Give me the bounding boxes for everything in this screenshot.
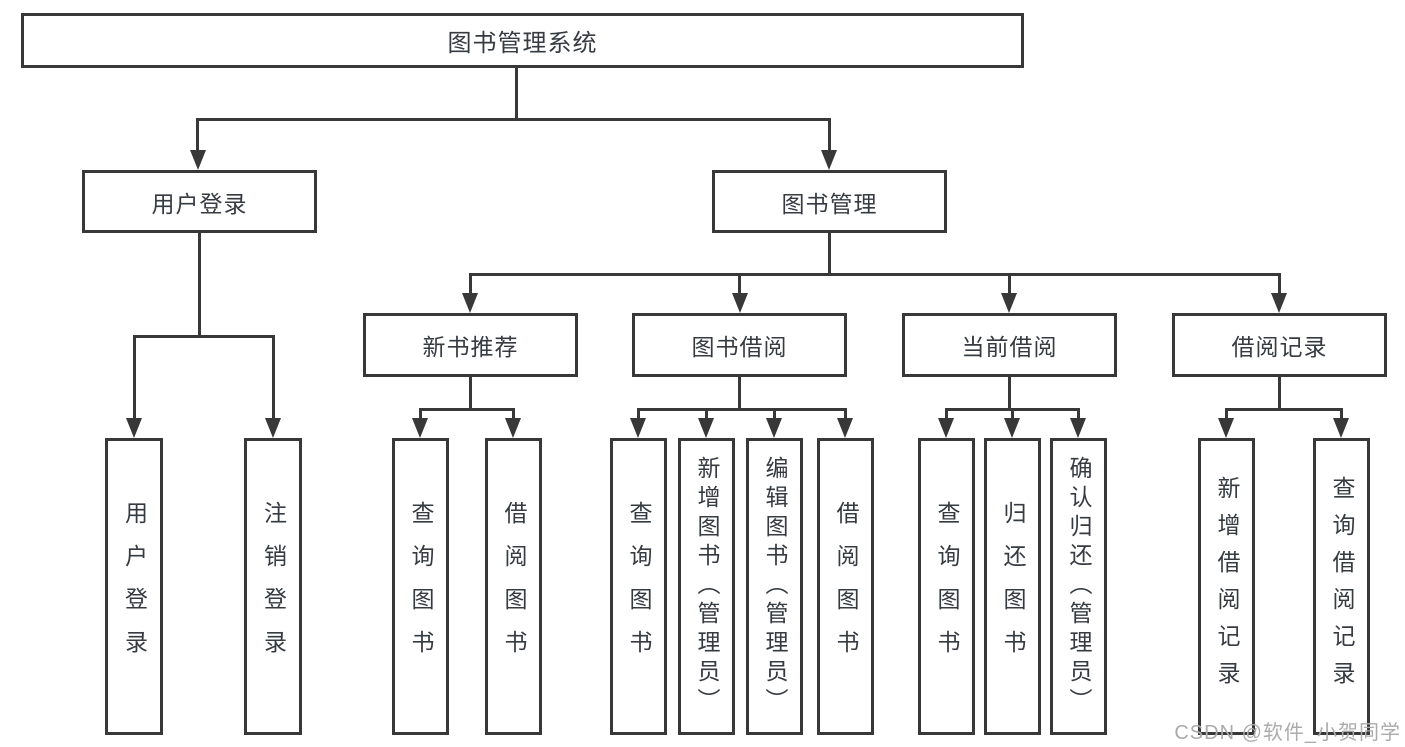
node-user-login: 用户登录 — [82, 170, 317, 233]
leaf-label: 新增借阅记录 — [1214, 475, 1240, 698]
node-library-management-system: 图书管理系统 — [21, 13, 1024, 68]
arrow-down-icon — [265, 418, 281, 438]
connector-line — [1278, 273, 1281, 296]
node-current-borrowing: 当前借阅 — [902, 313, 1117, 377]
leaf-user-login: 用户登录 — [105, 438, 163, 735]
connector-line — [197, 118, 830, 121]
arrow-down-icon — [462, 293, 478, 313]
connector-line — [196, 118, 199, 154]
arrow-down-icon — [630, 418, 646, 438]
connector-line — [1340, 408, 1343, 421]
arrow-down-icon — [837, 418, 853, 438]
connector-line — [844, 408, 847, 421]
connector-line — [637, 408, 640, 421]
connector-line — [773, 408, 776, 421]
leaf-logout: 注销登录 — [244, 438, 302, 735]
connector-line — [133, 335, 274, 338]
node-new-book-recommendation: 新书推荐 — [363, 313, 578, 377]
node-label: 新书推荐 — [422, 334, 519, 360]
connector-line — [945, 408, 948, 421]
connector-line — [828, 118, 831, 154]
connector-line — [469, 273, 1281, 276]
arrow-down-icon — [126, 418, 142, 438]
connector-line — [198, 233, 201, 337]
connector-line — [705, 408, 708, 421]
leaf-label: 编辑图书（管理员） — [762, 456, 788, 717]
arrow-down-icon — [698, 418, 714, 438]
arrow-down-icon — [1001, 293, 1017, 313]
connector-line — [1077, 408, 1080, 421]
arrow-down-icon — [821, 150, 837, 170]
connector-line — [637, 408, 846, 411]
connector-line — [419, 408, 422, 421]
leaf-query-books-recommend: 查询图书 — [392, 438, 449, 735]
leaf-add-borrow-record: 新增借阅记录 — [1198, 438, 1255, 735]
leaf-label: 注销登录 — [260, 500, 287, 673]
node-label: 借阅记录 — [1231, 334, 1328, 360]
leaf-query-books-current: 查询图书 — [918, 438, 975, 735]
arrow-down-icon — [732, 293, 748, 313]
leaf-label: 确认归还（管理员） — [1066, 456, 1092, 717]
leaf-query-books-borrowing: 查询图书 — [610, 438, 667, 735]
leaf-borrow-books-borrowing: 借阅图书 — [817, 438, 874, 735]
connector-line — [1011, 408, 1014, 421]
connector-line — [469, 377, 472, 409]
connector-line — [738, 273, 741, 296]
connector-line — [1225, 408, 1228, 421]
arrow-down-icon — [1070, 418, 1086, 438]
leaf-edit-book-admin: 编辑图书（管理员） — [746, 438, 803, 735]
arrow-down-icon — [1004, 418, 1020, 438]
node-label: 图书管理系统 — [447, 30, 598, 57]
arrow-down-icon — [1333, 418, 1349, 438]
connector-line — [512, 408, 515, 421]
node-label: 图书管理 — [781, 190, 878, 217]
connector-line — [828, 233, 831, 275]
leaf-label: 借阅图书 — [501, 500, 527, 673]
leaf-confirm-return-admin: 确认归还（管理员） — [1050, 438, 1107, 735]
connector-line — [1008, 377, 1011, 409]
connector-line — [419, 408, 515, 411]
arrow-down-icon — [412, 418, 428, 438]
node-label: 图书借阅 — [691, 334, 788, 360]
node-book-management: 图书管理 — [712, 170, 947, 233]
watermark: CSDN @软件_小贺同学 — [1174, 722, 1401, 744]
leaf-borrow-books-recommend: 借阅图书 — [485, 438, 542, 735]
connector-line — [1278, 377, 1281, 409]
connector-line — [515, 68, 518, 118]
connector-line — [133, 335, 136, 420]
arrow-down-icon — [938, 418, 954, 438]
arrow-down-icon — [1218, 418, 1234, 438]
arrow-down-icon — [766, 418, 782, 438]
leaf-add-book-admin: 新增图书（管理员） — [678, 438, 735, 735]
leaf-label: 查询图书 — [408, 500, 434, 673]
arrow-down-icon — [190, 150, 206, 170]
connector-line — [1225, 408, 1343, 411]
connector-line — [1008, 273, 1011, 296]
node-label: 当前借阅 — [961, 334, 1058, 360]
leaf-label: 查询图书 — [626, 500, 652, 673]
node-book-borrowing: 图书借阅 — [632, 313, 847, 377]
leaf-label: 新增图书（管理员） — [694, 456, 720, 717]
node-label: 用户登录 — [151, 190, 248, 217]
leaf-label: 用户登录 — [121, 500, 148, 673]
leaf-label: 查询图书 — [934, 500, 960, 673]
arrow-down-icon — [505, 418, 521, 438]
connector-line — [738, 377, 741, 409]
leaf-return-books: 归还图书 — [984, 438, 1041, 735]
node-borrowing-records: 借阅记录 — [1172, 313, 1387, 377]
connector-line — [272, 335, 275, 420]
connector-line — [469, 273, 472, 296]
arrow-down-icon — [1271, 293, 1287, 313]
leaf-label: 归还图书 — [1000, 500, 1026, 673]
leaf-label: 借阅图书 — [833, 500, 859, 673]
leaf-query-borrow-record: 查询借阅记录 — [1313, 438, 1370, 735]
leaf-label: 查询借阅记录 — [1329, 475, 1355, 698]
